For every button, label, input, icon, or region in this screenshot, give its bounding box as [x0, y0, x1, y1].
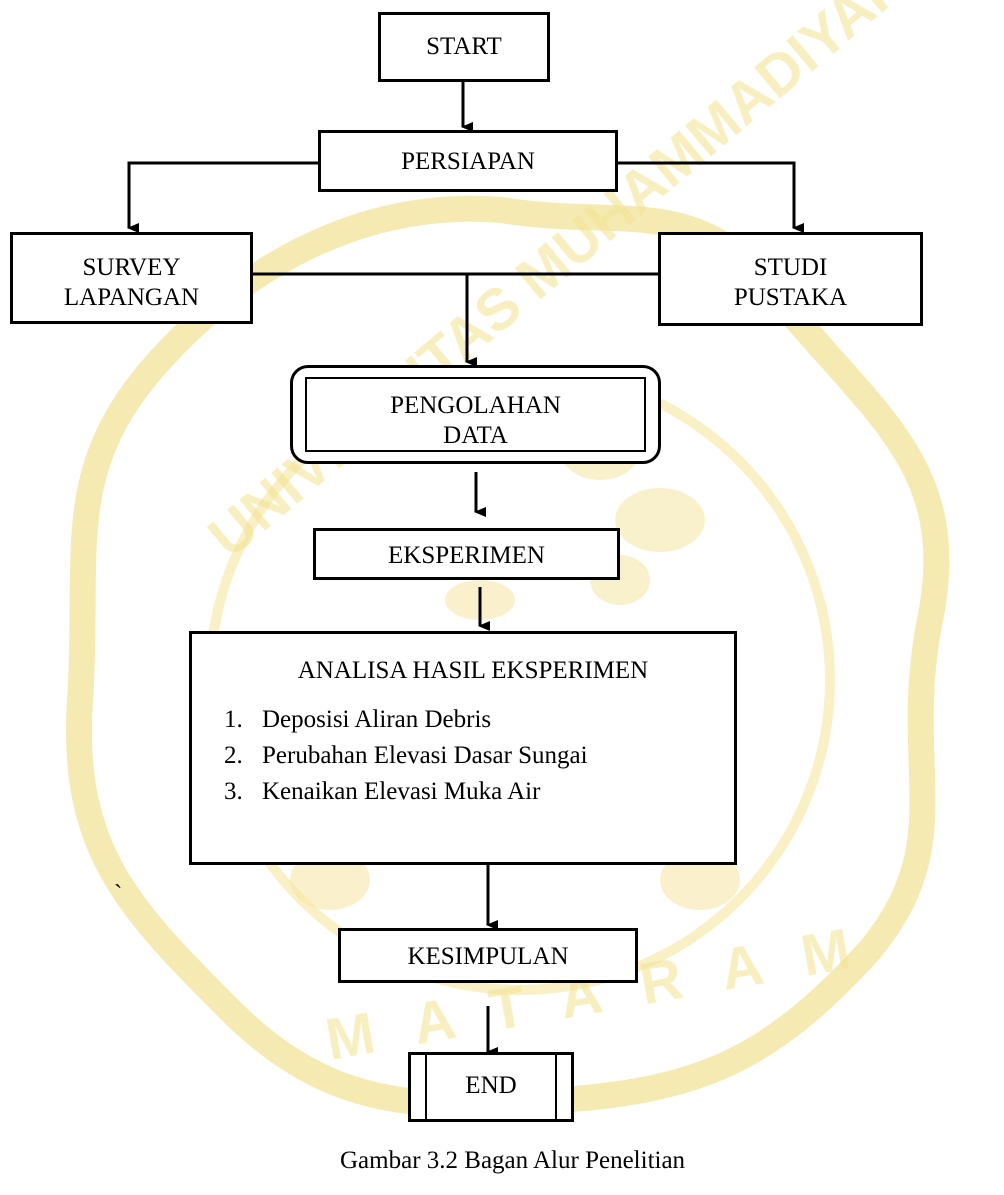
eksperimen-box: EKSPERIMEN [313, 528, 620, 580]
analisa-item-number: 3. [224, 778, 243, 805]
analisa-box: ANALISA HASIL EKSPERIMEN 1. Deposisi Ali… [189, 631, 737, 865]
analisa-item-text: Perubahan Elevasi Dasar Sungai [262, 742, 588, 769]
end-inner: END [425, 1055, 557, 1119]
pengolahan-data-inner: PENGOLAHAN DATA [305, 377, 646, 452]
persiapan-box: PERSIAPAN [318, 130, 618, 192]
survey-lapangan-label: SURVEY LAPANGAN [63, 254, 200, 311]
kesimpulan-label: KESIMPULAN [407, 943, 569, 970]
survey-lapangan-box: SURVEY LAPANGAN [10, 232, 253, 324]
analisa-item: 2. Perubahan Elevasi Dasar Sungai [224, 738, 734, 774]
arrow-persiapan-studi [618, 161, 804, 233]
end-label: END [465, 1072, 517, 1099]
studi-pustaka-box: STUDI PUSTAKA [658, 232, 923, 326]
arrow-persiapan-survey [127, 161, 318, 233]
kesimpulan-box: KESIMPULAN [338, 928, 638, 983]
persiapan-label: PERSIAPAN [401, 148, 535, 175]
analisa-title: ANALISA HASIL EKSPERIMEN [297, 657, 649, 684]
analisa-item-text: Kenaikan Elevasi Muka Air [262, 778, 541, 805]
analisa-item: 1. Deposisi Aliran Debris [224, 702, 734, 738]
studi-pustaka-label: STUDI PUSTAKA [733, 254, 848, 311]
pengolahan-data-box: PENGOLAHAN DATA [290, 365, 661, 464]
end-box: END [408, 1052, 574, 1122]
analisa-list: 1. Deposisi Aliran Debris 2. Perubahan E… [224, 702, 734, 810]
figure-caption: Gambar 3.2 Bagan Alur Penelitian [340, 1147, 686, 1174]
analisa-item-text: Deposisi Aliran Debris [262, 706, 492, 733]
stray-backtick: ` [114, 881, 123, 908]
eksperimen-label: EKSPERIMEN [388, 542, 545, 569]
analisa-item-number: 2. [224, 742, 243, 769]
start-box: START [378, 12, 550, 82]
pengolahan-data-label: PENGOLAHAN DATA [390, 392, 561, 449]
start-label: START [426, 33, 502, 60]
analisa-item-number: 1. [224, 706, 243, 733]
analisa-item: 3. Kenaikan Elevasi Muka Air [224, 774, 734, 810]
